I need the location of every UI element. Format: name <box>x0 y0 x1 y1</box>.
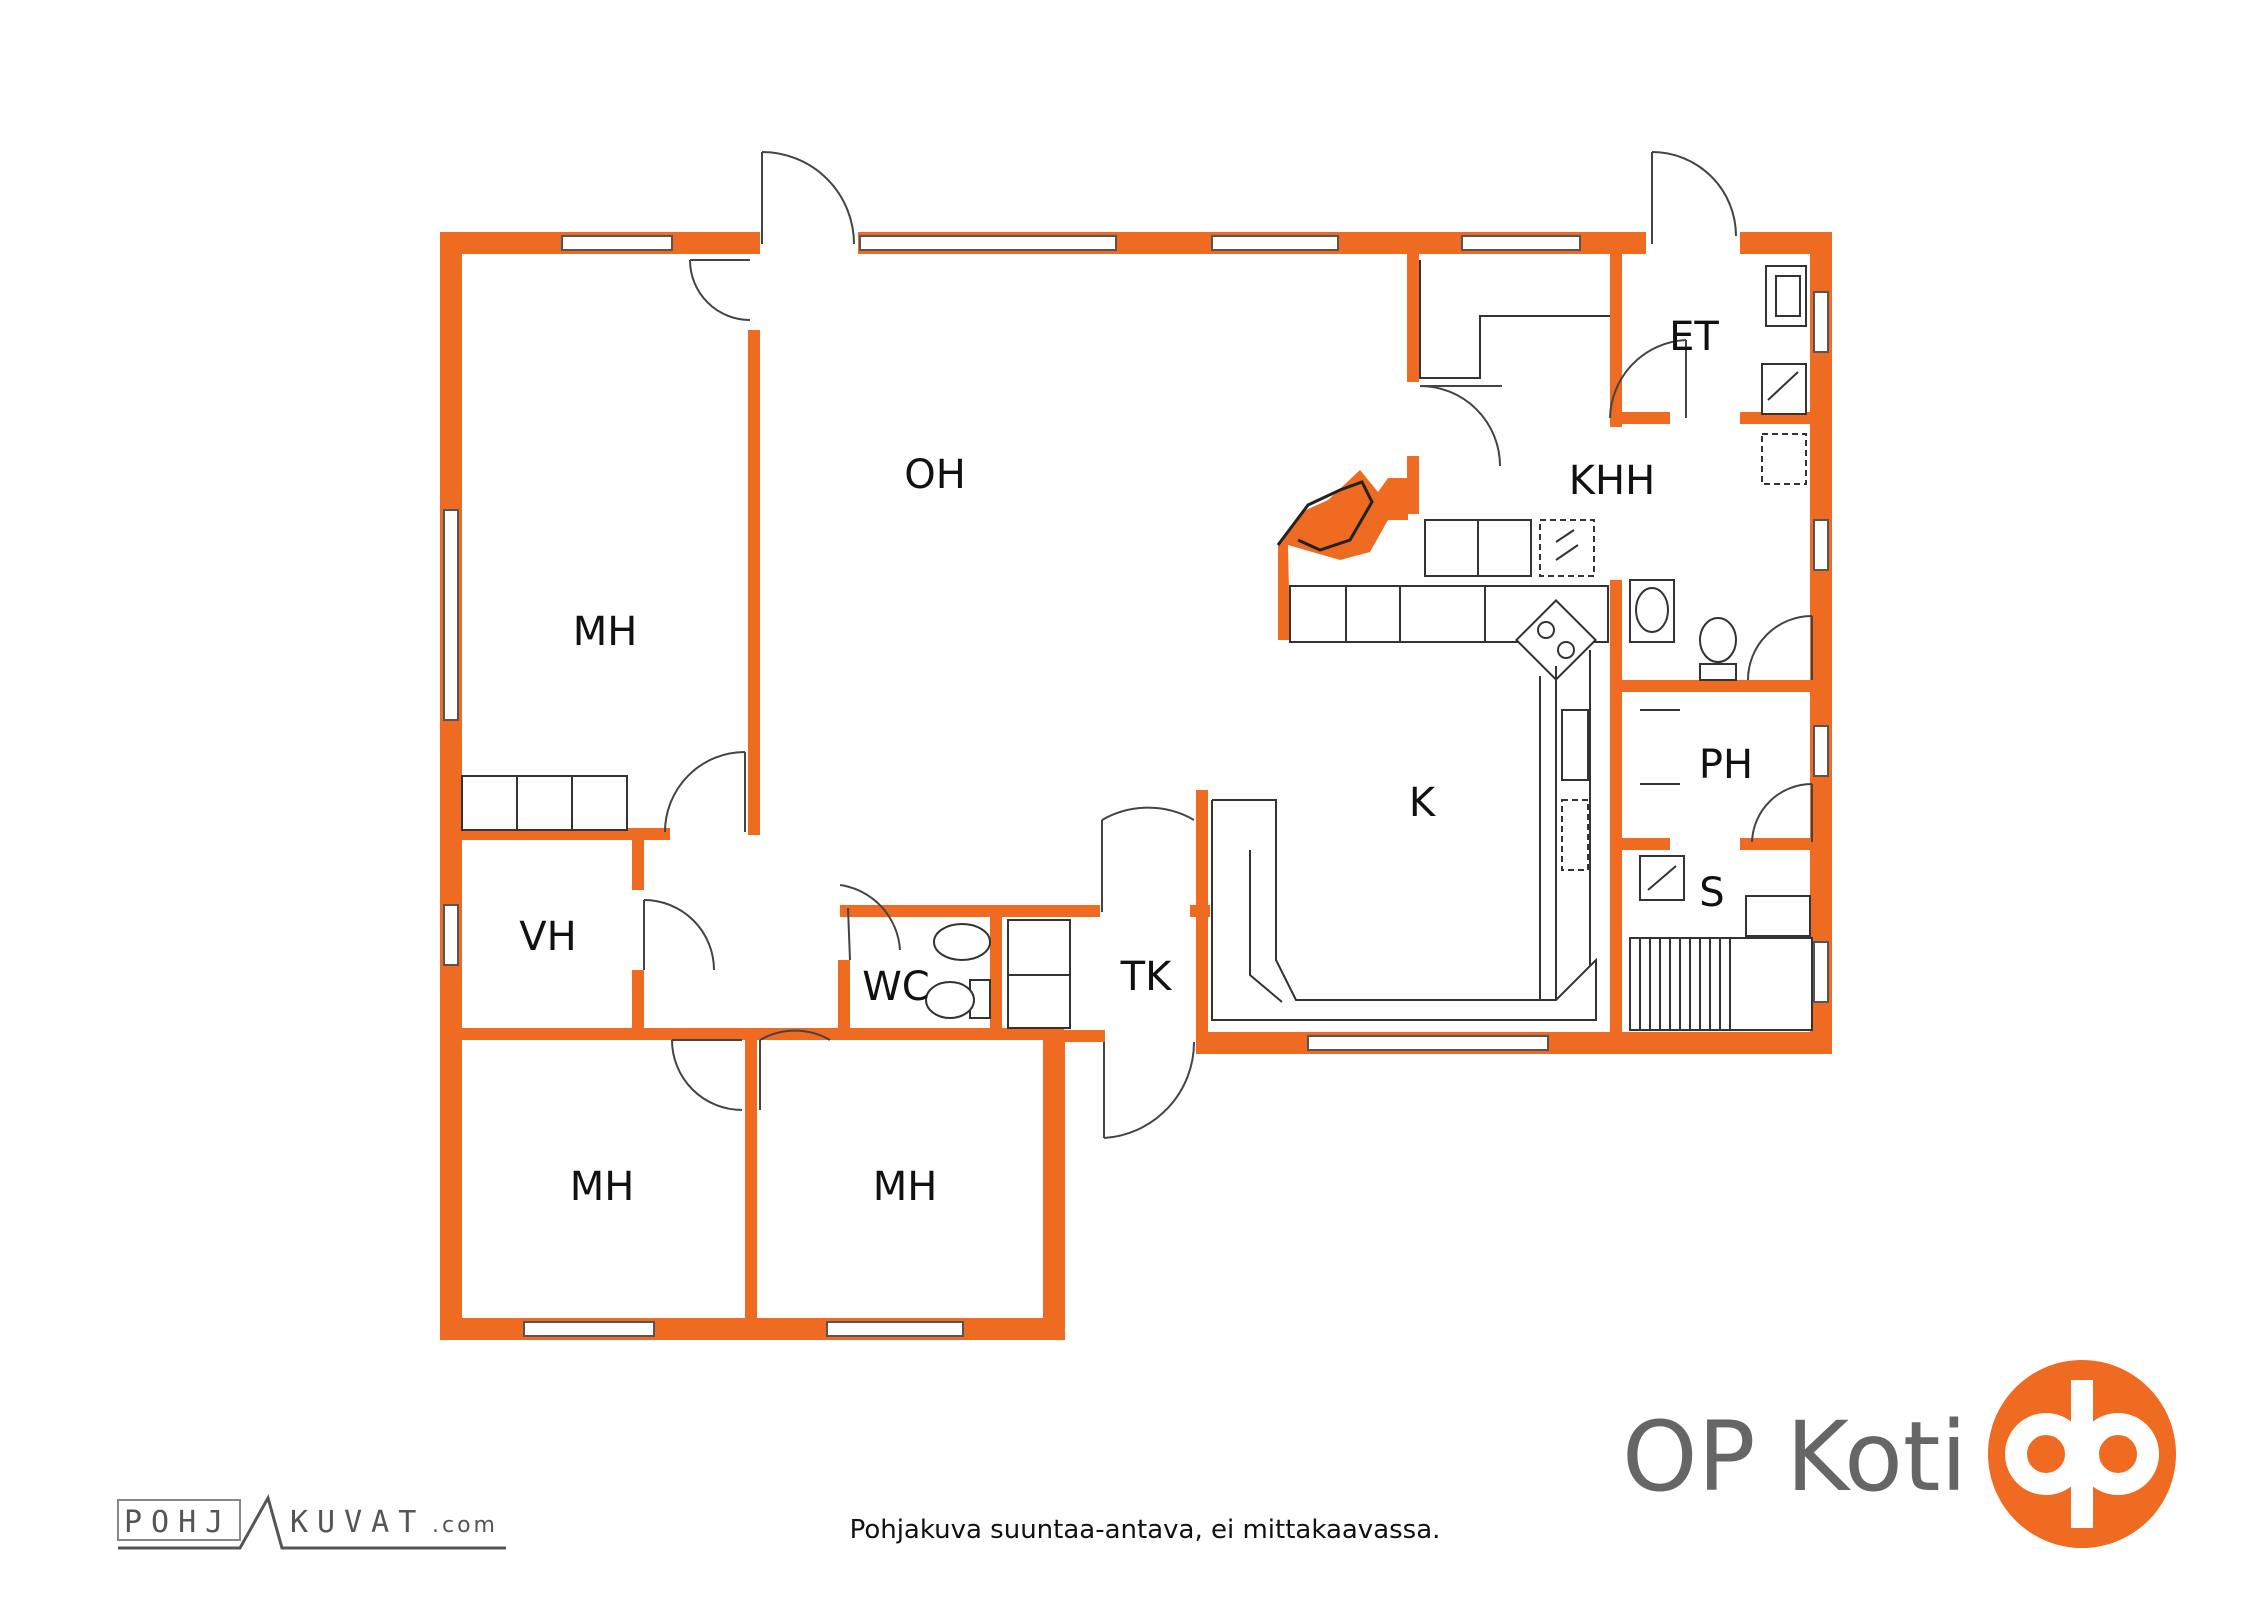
credit-suffix: .com <box>432 1513 498 1538</box>
windows <box>443 235 1829 1337</box>
room-label-k: K <box>1409 780 1437 826</box>
room-label-et: ET <box>1669 314 1719 360</box>
room-label-wc: WC <box>862 964 929 1010</box>
fixtures <box>461 260 1813 1031</box>
room-label-vh: VH <box>519 914 576 960</box>
disclaimer: Pohjakuva suuntaa-antava, ei mittakaavas… <box>850 1515 1441 1545</box>
room-label-oh: OH <box>904 452 966 498</box>
brand-name: OP Koti <box>1622 1401 1967 1513</box>
doors <box>643 151 1813 1139</box>
room-label-ph: PH <box>1699 742 1753 788</box>
credit-left: POHJ <box>124 1505 232 1540</box>
credit-logo: POHJ KUVAT .com <box>117 1494 506 1550</box>
room-label-mh-bottom-right: MH <box>873 1164 938 1210</box>
op-logo <box>1988 1360 2176 1548</box>
room-label-mh-main: MH <box>573 609 638 655</box>
room-label-s: S <box>1699 870 1724 916</box>
room-label-tk: TK <box>1120 954 1173 1000</box>
walls <box>440 232 1832 1340</box>
room-label-khh: KHH <box>1569 458 1655 504</box>
credit-right: KUVAT <box>290 1505 425 1540</box>
room-label-mh-bottom-left: MH <box>570 1164 635 1210</box>
